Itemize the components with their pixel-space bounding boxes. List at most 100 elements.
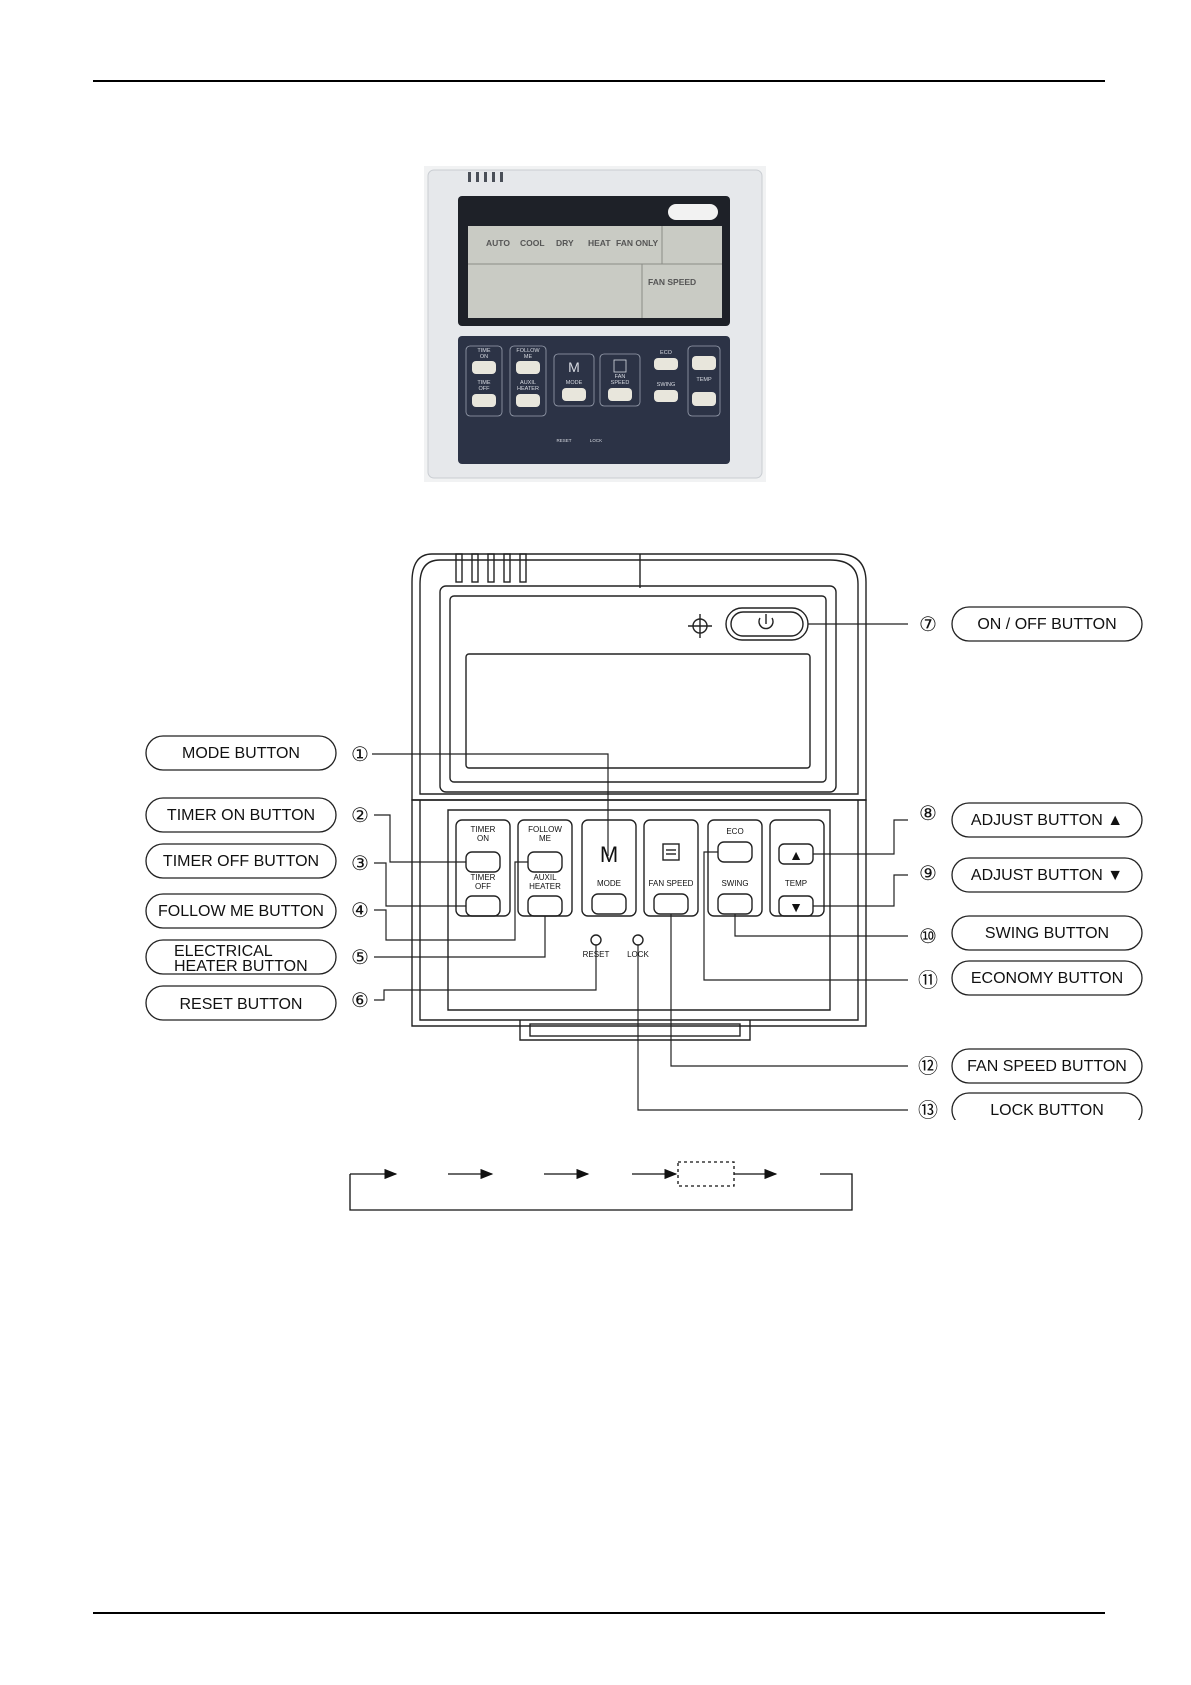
callout-num-12: ⑫ xyxy=(918,1055,938,1078)
callout-label-follow-me: FOLLOW ME BUTTON xyxy=(158,903,324,920)
photo-label-timer-off-1: TIME xyxy=(477,380,490,386)
callout-box-fan-speed xyxy=(951,1048,1143,1084)
leader-lines xyxy=(372,623,908,1111)
callout-box-lock xyxy=(951,1092,1143,1120)
vent-slots xyxy=(468,172,503,182)
photo-swing-button[interactable] xyxy=(654,390,678,402)
callout-label-mode: MODE BUTTON xyxy=(182,745,300,762)
label-mode: MODE xyxy=(597,879,621,888)
mode-button[interactable] xyxy=(591,893,627,915)
photo-temp-down-button[interactable] xyxy=(692,392,716,406)
photo-temp-up-button[interactable] xyxy=(692,356,716,370)
photo-label-timer-off-2: OFF xyxy=(479,386,491,392)
callout-num-1: ① xyxy=(351,744,369,766)
photo-follow-me-button[interactable] xyxy=(516,361,540,374)
photo-timer-off-button[interactable] xyxy=(472,394,496,407)
photo-label-follow-me-2: ME xyxy=(524,354,533,360)
timer-on-button[interactable] xyxy=(465,851,501,873)
mode-glyph: M xyxy=(600,842,618,867)
photo-label-timer-on-2: ON xyxy=(480,354,488,360)
power-icon xyxy=(758,617,774,630)
callout-box-follow-me xyxy=(145,893,337,929)
callout-box-timer-off xyxy=(145,843,337,879)
down-arrow-icon: ▼ xyxy=(789,899,803,915)
photo-label-reset: RESET xyxy=(556,438,571,443)
follow-me-button[interactable] xyxy=(527,851,563,873)
photo-mode-glyph: M xyxy=(568,359,580,375)
photo-fan-speed-button[interactable] xyxy=(608,388,632,401)
fan-speed-button[interactable] xyxy=(653,893,689,915)
callout-label-economy: ECONOMY BUTTON xyxy=(971,970,1123,987)
photo-label-temp: TEMP xyxy=(696,377,712,383)
label-timer-off-2: OFF xyxy=(475,882,491,891)
power-button[interactable] xyxy=(668,204,718,220)
callout-label-heater-button: HEATER BUTTON xyxy=(174,958,308,975)
callout-box-on-off xyxy=(951,606,1143,642)
callout-num-7: ⑦ xyxy=(919,614,937,636)
label-temp: TEMP xyxy=(785,879,807,888)
photo-label-swing: SWING xyxy=(657,382,676,388)
lcd-mode-heat: HEAT xyxy=(588,238,611,248)
fan-speed-icon xyxy=(662,843,680,861)
callout-label-fan-speed: FAN SPEED BUTTON xyxy=(967,1058,1127,1075)
housing-bottom xyxy=(411,799,867,1027)
photo-label-fan-2: SPEED xyxy=(611,380,630,386)
lcd-mode-dry: DRY xyxy=(556,238,574,248)
callout-num-10: ⑩ xyxy=(919,926,937,948)
photo-label-fan-1: FAN xyxy=(615,374,626,380)
callout-label-timer-on: TIMER ON BUTTON xyxy=(167,807,315,824)
housing-top xyxy=(411,553,867,801)
swing-button[interactable] xyxy=(717,893,753,915)
lcd-mode-cool: COOL xyxy=(520,238,545,248)
up-arrow-icon: ▲ xyxy=(789,847,803,863)
callout-label-electrical: ELECTRICAL xyxy=(174,943,273,960)
photo-label-follow-me-1: FOLLOW xyxy=(516,348,540,354)
label-fan-speed: FAN SPEED xyxy=(649,879,694,888)
label-auxil-2: HEATER xyxy=(529,882,561,891)
callout-num-6: ⑥ xyxy=(351,990,369,1012)
photo-label-mode: MODE xyxy=(566,380,583,386)
lcd-mode-auto: AUTO xyxy=(486,238,510,248)
photo-timer-on-button[interactable] xyxy=(472,361,496,374)
label-timer-on-2: ON xyxy=(477,834,489,843)
auxil-heater-button[interactable] xyxy=(527,895,563,917)
callout-label-adjust-down: ADJUST BUTTON ▼ xyxy=(971,867,1123,884)
controller-diagram: TIMER ON TIMER OFF FOLLOW ME AUXIL HEATE… xyxy=(145,553,1143,1120)
callout-box-electrical-heater xyxy=(145,939,337,975)
callout-box-adjust-down xyxy=(951,857,1143,893)
photo-fan-icon xyxy=(613,359,627,373)
controller-photo: AUTO COOL DRY HEAT FAN ONLY FAN SPEED TI… xyxy=(424,166,766,482)
callout-num-4: ④ xyxy=(351,900,369,922)
cycle-return-line xyxy=(349,1173,853,1211)
callout-box-swing xyxy=(951,915,1143,951)
lcd-fan-speed: FAN SPEED xyxy=(648,277,696,287)
photo-auxil-heater-button[interactable] xyxy=(516,394,540,407)
callout-box-reset xyxy=(145,985,337,1021)
lcd-screen xyxy=(468,226,722,318)
label-timer-off-1: TIMER xyxy=(471,873,496,882)
callout-box-adjust-up xyxy=(951,802,1143,838)
eco-button[interactable] xyxy=(717,841,753,863)
lcd-frame xyxy=(439,585,837,793)
photo-label-auxil-2: HEATER xyxy=(517,386,539,392)
photo-eco-button[interactable] xyxy=(654,358,678,370)
callout-label-on-off: ON / OFF BUTTON xyxy=(977,616,1116,633)
reset-hole[interactable] xyxy=(590,934,602,946)
timer-off-button[interactable] xyxy=(465,895,501,917)
photo-mode-button[interactable] xyxy=(562,388,586,401)
photo-label-auxil-1: AUXIL xyxy=(520,380,536,386)
footer-rule xyxy=(93,1612,1105,1614)
label-swing: SWING xyxy=(721,879,748,888)
lock-hole[interactable] xyxy=(632,934,644,946)
label-follow-me-1: FOLLOW xyxy=(528,825,562,834)
callout-label-lock: LOCK BUTTON xyxy=(990,1102,1104,1119)
label-timer-on-1: TIMER xyxy=(471,825,496,834)
label-follow-me-2: ME xyxy=(539,834,551,843)
callout-label-reset: RESET BUTTON xyxy=(180,996,303,1013)
photo-label-eco: ECO xyxy=(660,350,673,356)
label-auxil-1: AUXIL xyxy=(533,873,557,882)
header-rule xyxy=(93,80,1105,82)
callout-num-3: ③ xyxy=(351,853,369,875)
callout-num-5: ⑤ xyxy=(351,947,369,969)
label-eco: ECO xyxy=(726,827,743,836)
